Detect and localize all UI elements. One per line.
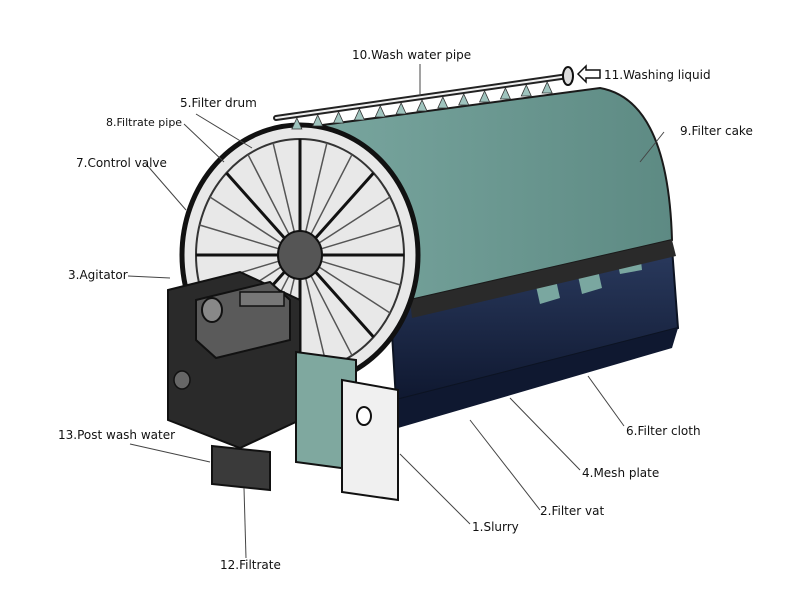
drum-spoke xyxy=(310,154,353,235)
label-filter-cake: 9.Filter cake xyxy=(680,124,753,138)
label-mesh-plate: 4.Mesh plate xyxy=(582,466,660,480)
label-control-valve: 7.Control valve xyxy=(76,156,167,170)
washing-liquid-arrow xyxy=(576,64,601,84)
drum-spoke xyxy=(314,171,375,240)
filter-cloth-strip xyxy=(410,240,676,318)
drum-spoke xyxy=(314,270,375,339)
drum-spoke xyxy=(321,260,401,286)
leader-lines xyxy=(127,64,665,559)
wash-nozzle xyxy=(437,96,449,109)
label-filtrate-pipe: 8.Filtrate pipe xyxy=(106,116,183,129)
label-agitator: 3.Agitator xyxy=(68,268,128,282)
filter-vat-front xyxy=(396,328,678,428)
drum-spoke xyxy=(321,224,401,250)
drum-spoke xyxy=(304,142,328,232)
wash-nozzle xyxy=(458,93,470,106)
wash-nozzle xyxy=(499,87,512,100)
wash-pipe-flange xyxy=(562,66,574,86)
label-filter-drum: 5.Filter drum xyxy=(180,96,257,110)
drum-spoke xyxy=(318,266,391,314)
wash-nozzle xyxy=(332,111,345,124)
label-filter-cloth: 6.Filter cloth xyxy=(626,424,701,438)
wash-nozzle xyxy=(541,81,553,94)
wash-nozzle xyxy=(395,102,407,115)
drum-spoke xyxy=(318,196,391,244)
vat-end-plate xyxy=(341,378,399,502)
drum-spoke xyxy=(310,275,353,356)
drum-spoke xyxy=(304,278,328,368)
filter-drum-hub xyxy=(277,230,323,280)
wash-nozzle xyxy=(374,105,386,118)
wash-nozzles xyxy=(291,81,553,130)
drum-spoke xyxy=(209,196,282,244)
agitator-bearing xyxy=(201,297,223,323)
drum-spoke xyxy=(225,171,286,240)
drum-spoke xyxy=(199,224,279,250)
filtrate-outlet xyxy=(211,444,271,492)
label-wash-water-pipe: 10.Wash water pipe xyxy=(352,48,472,62)
label-filtrate: 12.Filtrate xyxy=(220,558,281,572)
label-filter-vat: 2.Filter vat xyxy=(540,504,605,518)
agitator-shaft xyxy=(239,291,285,307)
label-washing-liquid: 11.Washing liquid xyxy=(604,68,711,82)
wash-nozzle xyxy=(520,84,532,97)
drum-spoke xyxy=(247,154,290,235)
wash-nozzle xyxy=(312,114,324,127)
wash-nozzle xyxy=(416,99,428,112)
wash-nozzle xyxy=(353,108,366,121)
wash-nozzle xyxy=(291,117,303,130)
drain-port xyxy=(173,370,191,390)
label-post-wash-water: 13.Post wash water xyxy=(58,428,176,442)
wash-nozzle xyxy=(478,90,491,103)
label-slurry: 1.Slurry xyxy=(472,520,519,534)
drum-spoke xyxy=(272,142,296,232)
vat-port xyxy=(356,406,372,426)
